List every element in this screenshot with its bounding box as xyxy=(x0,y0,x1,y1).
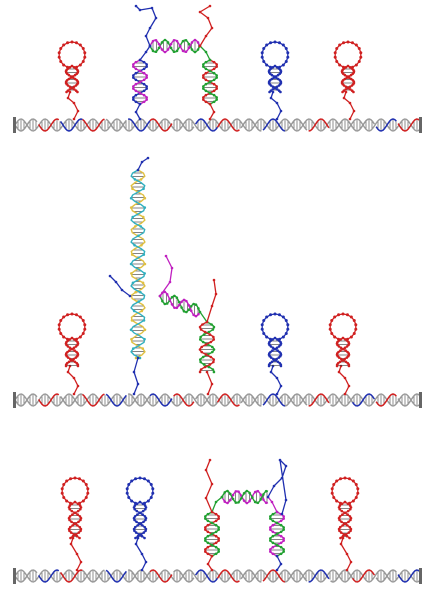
track-3 xyxy=(13,568,422,584)
hairpin-blue-1 xyxy=(260,40,290,121)
hairpin-red-4 xyxy=(328,312,358,396)
walker-complex-1 xyxy=(132,4,218,121)
hairpin-red-6 xyxy=(330,476,360,572)
hairpin-blue-2 xyxy=(260,312,290,396)
panel-3 xyxy=(13,458,422,584)
hairpin-red-1 xyxy=(57,40,87,121)
walker-complex-3 xyxy=(204,458,288,572)
hairpin-blue-3 xyxy=(125,476,155,572)
hairpin-red-2 xyxy=(333,40,363,121)
panel-1 xyxy=(13,4,422,133)
panel-2 xyxy=(13,156,422,408)
track-1 xyxy=(13,117,422,133)
walker-complex-2 xyxy=(158,254,218,396)
hairpin-red-5 xyxy=(60,476,90,572)
tall-duplex xyxy=(108,156,150,396)
track-2 xyxy=(13,392,422,408)
hairpin-red-3 xyxy=(57,312,87,396)
